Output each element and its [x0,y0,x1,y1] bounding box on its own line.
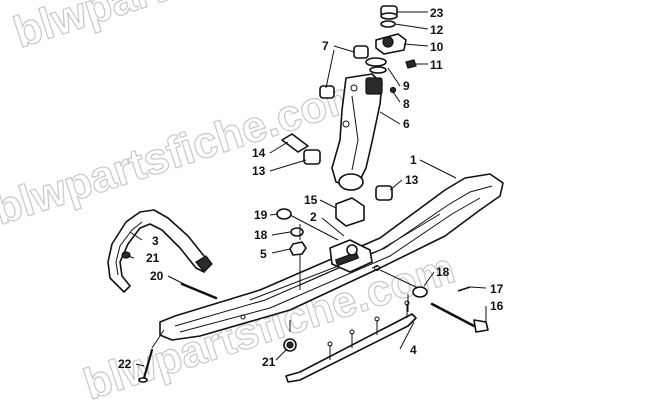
leader-lines [127,11,487,367]
callout-21-top[interactable]: 21 [146,251,160,265]
callout-19[interactable]: 19 [254,208,268,222]
callout-12[interactable]: 12 [430,23,444,37]
callout-2[interactable]: 2 [310,210,317,224]
retaining-ring[interactable] [389,86,397,94]
spindle-sleeve[interactable] [281,133,309,153]
callout-15[interactable]: 15 [304,193,318,207]
spindle-bushing-left[interactable] [303,149,321,165]
handle-nut-top[interactable] [121,251,131,259]
callout-17[interactable]: 17 [490,282,504,296]
lock-nut[interactable] [289,241,307,256]
flat-washer-right[interactable] [412,286,428,298]
callout-4[interactable]: 4 [410,343,417,357]
callout-14[interactable]: 14 [252,146,266,160]
ski-bracket[interactable] [335,197,365,227]
callout-23[interactable]: 23 [430,6,444,20]
flat-washer-left[interactable] [290,227,304,237]
washer-left[interactable] [276,208,292,220]
callouts: 23 12 10 11 7 9 8 6 14 13 1 13 15 19 2 1… [118,6,504,371]
handle-nut-bottom[interactable] [283,338,297,352]
cotter-pin[interactable] [457,286,471,292]
ski-handle[interactable] [107,209,213,293]
handle-bolt[interactable] [180,282,218,300]
ski-mount-bolt[interactable] [430,302,489,333]
callout-16[interactable]: 16 [490,299,504,313]
callout-6[interactable]: 6 [403,117,410,131]
spindle[interactable] [331,73,383,191]
callout-13-right[interactable]: 13 [405,173,419,187]
watermark-top: blwpartsfiche.com [8,0,391,58]
callout-11[interactable]: 11 [430,58,443,72]
callout-7[interactable]: 7 [322,39,329,53]
wear-bar[interactable] [285,300,417,383]
bushing-upper[interactable] [353,45,369,59]
callout-18-left[interactable]: 18 [254,228,268,242]
steering-arm[interactable] [375,33,407,55]
callout-5[interactable]: 5 [260,247,267,261]
callout-3[interactable]: 3 [152,234,159,248]
bushing-lower[interactable] [319,85,335,99]
callout-13-left[interactable]: 13 [252,164,266,178]
callout-21-bottom[interactable]: 21 [262,355,276,369]
cap-nut[interactable] [380,5,398,20]
callout-9[interactable]: 9 [403,79,410,93]
callout-1[interactable]: 1 [410,153,417,167]
callout-22[interactable]: 22 [118,357,132,371]
callout-8[interactable]: 8 [403,97,410,111]
pinch-bolt[interactable] [405,59,417,69]
callout-18-right[interactable]: 18 [436,265,450,279]
handle-screw[interactable] [138,348,154,383]
ski-saddle[interactable] [329,239,373,273]
callout-20[interactable]: 20 [150,269,164,283]
top-washer[interactable] [380,20,396,28]
spindle-washer[interactable] [365,57,387,74]
spindle-bushing-right[interactable] [375,185,393,201]
callout-10[interactable]: 10 [430,40,444,54]
